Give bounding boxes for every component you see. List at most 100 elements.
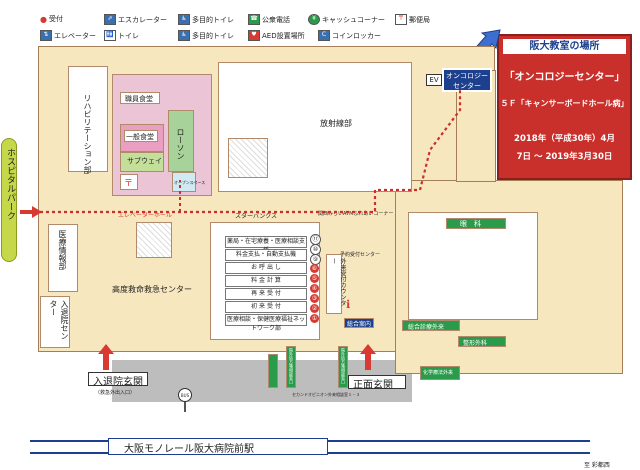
to-saito-label: 至 彩都西 bbox=[584, 462, 610, 469]
main-entrance-label: 正面玄関 bbox=[353, 380, 393, 391]
subway bbox=[120, 152, 164, 172]
second-opinion-label: セカンドオピニオン外来相談室１・３ bbox=[292, 392, 360, 397]
lawson bbox=[168, 110, 194, 172]
legend-reception: ●受付 bbox=[40, 14, 63, 24]
entry-arrow-icon bbox=[20, 206, 42, 218]
post-office bbox=[120, 174, 138, 190]
counter-number: ③ bbox=[310, 294, 319, 303]
station-label: 大阪モノレール阪大病院前駅 bbox=[124, 444, 254, 455]
general-info-tag bbox=[344, 318, 374, 328]
radiology-label: 放射線部 bbox=[320, 119, 352, 128]
chemo-outpatient-label: 化学療法外来 bbox=[423, 370, 454, 376]
emergency-label: 高度救命救急センター bbox=[112, 285, 192, 294]
multi-toilet-2-icon: ♿ bbox=[178, 30, 190, 41]
legend-cashier: ¥キャッシュコーナー bbox=[308, 14, 385, 25]
subway-label: サブウェイ bbox=[127, 157, 162, 165]
escalator-icon: ⇗ bbox=[104, 14, 116, 25]
counter-row: お 呼 出 し bbox=[225, 262, 307, 274]
legend-phone: ☎公衆電話 bbox=[248, 14, 290, 25]
phone-icon: ☎ bbox=[248, 14, 260, 25]
info-box-period-1: 2018年（平成30年）4月 bbox=[514, 134, 615, 144]
general-outpatient-label: 総合診療外来 bbox=[408, 324, 445, 331]
counter-row: 料金支払・自動支払機 bbox=[225, 249, 307, 261]
hospital-park-label: ホスピタルパーク bbox=[5, 148, 15, 220]
info-box: 阪大教室の場所 「オンコロジーセンター」 ５Ｆ「キャンサーボードホール病」 20… bbox=[497, 34, 632, 180]
lawson-label: ローソン bbox=[176, 128, 185, 160]
staff-cafeteria-label: 職員食堂 bbox=[125, 95, 153, 103]
counter-number: ④ bbox=[310, 284, 319, 293]
main-entrance-arrow-icon bbox=[360, 344, 376, 370]
medical-info-room bbox=[48, 224, 78, 292]
aed-icon: ♥ bbox=[248, 30, 260, 41]
rehab-label: リハビリテーション部 bbox=[83, 94, 92, 174]
pharmacy-label-1: 院外処方箋相談窓口 bbox=[289, 348, 294, 384]
general-cafeteria-label: 一般食堂 bbox=[126, 133, 154, 141]
counter-number: ① bbox=[310, 314, 319, 323]
pharmacy-label-2: 院外処方箋相談窓口 bbox=[341, 348, 346, 384]
admission-entrance-box bbox=[88, 372, 148, 386]
info-box-period-2: 7日 ～ 2019年3月30日 bbox=[516, 152, 613, 162]
counter-row: 再 来 受 付 bbox=[225, 288, 307, 300]
toilet-icon: 🚻 bbox=[104, 30, 116, 41]
legend-toilet: 🚻トイレ bbox=[104, 30, 139, 41]
hospital-park-sign bbox=[1, 138, 17, 262]
post-office-icon: 〒 bbox=[124, 179, 134, 189]
open-space-label: オープンスペース bbox=[174, 180, 206, 185]
counter-row: 料 金 計 算 bbox=[225, 275, 307, 287]
star-banks-label: スターバンクス bbox=[235, 213, 278, 220]
main-entrance-box bbox=[348, 375, 406, 389]
staff-cafeteria bbox=[120, 92, 160, 104]
info-icon: ℹ bbox=[346, 298, 351, 311]
pharmacy-pillar-2 bbox=[286, 346, 296, 388]
legend-post: 〒郵便局 bbox=[395, 14, 430, 25]
ophthalmology-label: 眼 科 bbox=[460, 220, 481, 228]
admission-entrance-label: 入退院玄関 bbox=[93, 377, 143, 388]
cashier-icon: ¥ bbox=[308, 14, 320, 25]
orthopedics-tag bbox=[458, 336, 506, 347]
escalator-void-2 bbox=[136, 222, 172, 258]
ophthalmology-tag bbox=[446, 218, 506, 229]
escalator-void-1 bbox=[228, 138, 268, 178]
legend-multi-toilet: ♿多目的トイレ bbox=[178, 14, 234, 25]
general-outpatient-tag bbox=[402, 320, 460, 331]
admission-entrance-arrow-icon bbox=[98, 344, 114, 370]
info-box-floor: ５Ｆ「キャンサーボードホール病」 bbox=[500, 99, 629, 108]
counter-row: 初 来 受 付 bbox=[225, 301, 307, 313]
admission-entrance-sub: （救急外出入口） bbox=[95, 390, 136, 396]
legend-escalator: ⇗エスカレーター bbox=[104, 14, 167, 25]
admission-room bbox=[40, 296, 70, 348]
reception-icon: ● bbox=[40, 14, 47, 24]
orthopedics-label: 整形外科 bbox=[463, 340, 488, 347]
pharmacy-pillar-3 bbox=[338, 346, 348, 388]
general-cafeteria-sign bbox=[124, 130, 158, 142]
bus-stop-pole bbox=[184, 402, 186, 412]
general-info-label: 総合案内 bbox=[347, 321, 372, 328]
outpatient-counter bbox=[326, 254, 342, 314]
chemo-outpatient-tag bbox=[420, 366, 460, 380]
corner-label: 関西みらいATMふれあいコーナー bbox=[318, 211, 394, 217]
legend: ●受付 ⇗エスカレーター ♿多目的トイレ ☎公衆電話 ¥キャッシュコーナー 〒郵… bbox=[40, 12, 440, 44]
pharmacy-pillar-1 bbox=[268, 354, 278, 388]
counter-number: ⑤ bbox=[310, 274, 319, 283]
outpatient-counter-label: 外来受付カウンター bbox=[330, 258, 346, 306]
elevator-hall-label: エレベーターホール bbox=[118, 212, 173, 219]
legend-elevator: ⇅エレベーター bbox=[40, 30, 96, 41]
bus-stop-icon: BUS bbox=[178, 388, 192, 402]
info-box-header: 阪大教室の場所 bbox=[503, 39, 626, 54]
ev-label: EV bbox=[426, 74, 442, 86]
counter-row: 医療相談・保健医療福祉ネットワーク部 bbox=[225, 314, 307, 332]
ophthalmology-block bbox=[408, 212, 538, 320]
oncology-center-tag: オンコロジーセンター bbox=[442, 68, 492, 92]
counter-number: ② bbox=[310, 304, 319, 313]
multi-toilet-icon: ♿ bbox=[178, 14, 190, 25]
legend-multi-toilet-2: ♿多目的トイレ bbox=[178, 30, 234, 41]
legend-aed: ♥AED設置場所 bbox=[248, 30, 305, 41]
elevator-icon: ⇅ bbox=[40, 30, 52, 41]
counter-row: 薬局・在宅療養・医療相談支援 bbox=[225, 236, 307, 254]
medical-info-label: 医療情報部 bbox=[58, 230, 67, 270]
counter-number: ⑥ bbox=[310, 264, 319, 273]
admission-label: 入退院センター bbox=[49, 300, 69, 340]
reservation-label: 予約受付センター bbox=[340, 252, 381, 258]
